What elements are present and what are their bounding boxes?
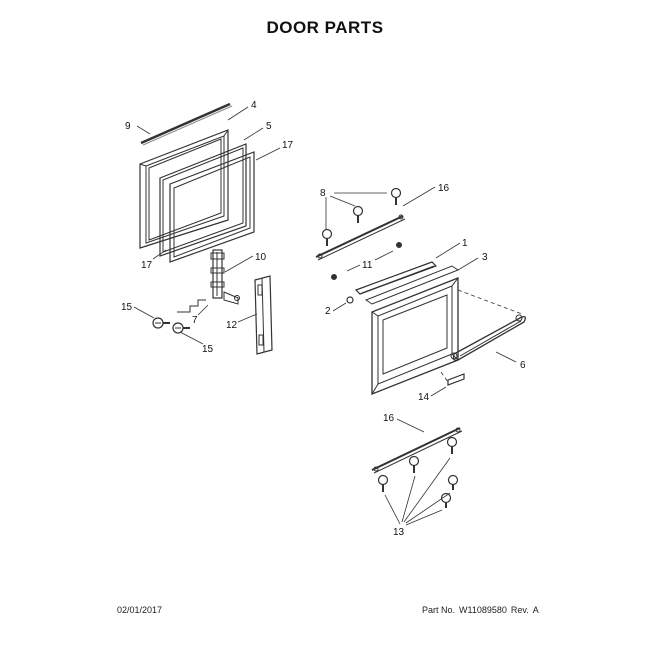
callout-6: 6 — [520, 360, 526, 371]
callout-4: 4 — [251, 100, 257, 111]
leader-lines — [133, 106, 517, 526]
part-14-badge — [447, 373, 465, 386]
callout-14: 14 — [418, 392, 430, 403]
callout-15-bottom: 15 — [202, 344, 214, 355]
callout-5: 5 — [266, 121, 272, 132]
callout-3: 3 — [482, 252, 488, 263]
part-10-hinge — [210, 249, 240, 305]
callout-11: 11 — [362, 260, 373, 271]
callout-1: 1 — [462, 238, 468, 249]
part-2-screw — [346, 296, 354, 304]
part-6-door-handle — [450, 314, 526, 362]
part-1-door-vent — [354, 261, 438, 295]
part-11-spacers — [331, 242, 402, 280]
part-12-side-trim — [254, 275, 273, 355]
assembly-paths — [440, 289, 523, 383]
callout-13: 13 — [393, 527, 405, 538]
part-15-screws — [152, 317, 190, 334]
callout-16-bottom: 16 — [383, 413, 395, 424]
callout-8: 8 — [320, 188, 326, 199]
callout-10: 10 — [255, 252, 267, 263]
part-16-bracket-upper — [315, 214, 406, 261]
rev-label: Rev. — [510, 605, 529, 615]
page-title: DOOR PARTS — [266, 18, 384, 37]
part-5-inner-glass — [159, 143, 247, 257]
callout-12: 12 — [226, 320, 238, 331]
part-no: W11089580 — [459, 605, 507, 615]
callout-7: 7 — [192, 315, 198, 326]
callout-15-top: 15 — [121, 302, 133, 313]
part-no-label: Part No. — [422, 605, 456, 615]
part-3-outer-door — [364, 265, 460, 395]
callout-2: 2 — [325, 306, 331, 317]
callout-17-right: 17 — [282, 140, 294, 151]
rev-value: A — [532, 605, 539, 615]
callout-labels: 9 4 5 17 17 10 7 15 15 12 8 16 11 1 3 2 … — [121, 100, 526, 538]
part-8-screws-top — [321, 187, 402, 246]
callout-16-top: 16 — [438, 183, 450, 194]
callout-9: 9 — [125, 121, 131, 132]
part-13-screws-lower — [377, 436, 459, 508]
part-16-bracket-lower — [371, 427, 463, 474]
part-9-trim-strip — [140, 102, 233, 146]
part-4-gasket-frame — [139, 129, 229, 249]
footer-date: 02/01/2017 — [117, 605, 163, 615]
part-7-hinge-clip — [177, 299, 206, 313]
part-17-door-panel — [169, 151, 255, 263]
callout-17-left: 17 — [141, 260, 153, 271]
